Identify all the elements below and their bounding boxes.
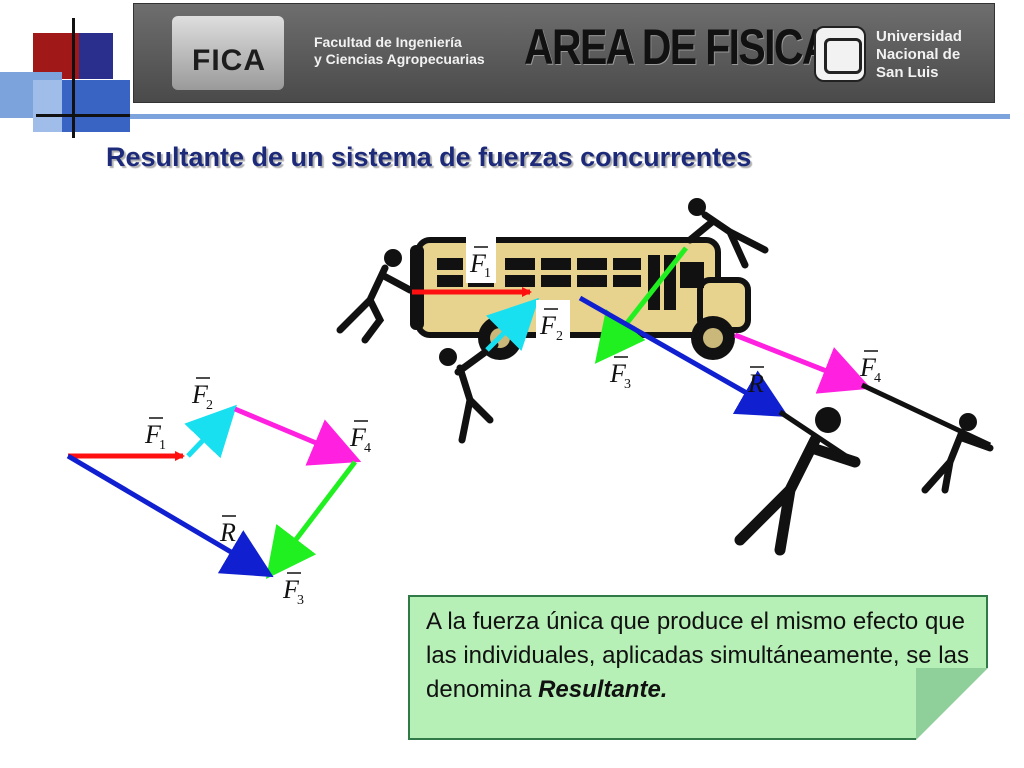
bus-label-f4: F4 <box>859 350 881 386</box>
svg-text:2: 2 <box>206 398 213 413</box>
polygon-label-f2: F2 <box>191 377 213 413</box>
decor-horizontal-line <box>36 114 156 117</box>
bus-label-f1: F1 <box>469 246 491 281</box>
people-illustration <box>336 198 994 556</box>
svg-text:1: 1 <box>484 266 491 281</box>
svg-text:F: F <box>539 311 557 340</box>
note-page-curl <box>916 668 988 740</box>
decor-square-red <box>33 33 79 79</box>
polygon-vector-f2 <box>184 404 237 459</box>
bus-label-f3: F3 <box>609 356 631 392</box>
area-title: AREA DE FISICA <box>524 19 831 75</box>
svg-text:F: F <box>609 359 627 388</box>
svg-text:F: F <box>191 380 209 409</box>
slide-title: Resultante de un sistema de fuerzas conc… <box>106 142 752 172</box>
svg-text:4: 4 <box>874 371 881 386</box>
rope-line-runner <box>778 409 857 465</box>
university-line-2: Nacional de <box>876 46 961 63</box>
university-name: Universidad Nacional de San Luis <box>876 28 962 82</box>
rope-line-right <box>860 382 992 448</box>
bus-arrow-f2 <box>485 297 540 352</box>
svg-text:1: 1 <box>159 438 166 453</box>
decor-square-paleblue <box>33 80 67 132</box>
polygon-vector-r <box>66 453 274 578</box>
bus-force-arrows <box>412 246 992 465</box>
definition-note: A la fuerza única que produce el mismo e… <box>408 595 988 740</box>
polygon-label-f1: F1 <box>144 417 166 453</box>
svg-text:F: F <box>144 420 162 449</box>
polygon-vector-f3 <box>265 460 357 579</box>
vector-polygon: F1 F2 F4 R F3 <box>66 377 371 608</box>
university-seal-inner <box>824 38 862 74</box>
bus-arrow-f3 <box>594 246 688 364</box>
svg-text:R: R <box>219 518 236 547</box>
label-box-f1 <box>466 237 496 283</box>
svg-text:3: 3 <box>624 377 631 392</box>
faculty-name: Facultad de Ingeniería y Ciencias Agrope… <box>314 34 485 68</box>
decor-square-navy <box>79 33 113 79</box>
svg-text:3: 3 <box>297 593 304 608</box>
bus-arrow-f4 <box>734 332 872 394</box>
decor-vertical-line <box>72 18 75 138</box>
svg-text:R: R <box>747 369 764 398</box>
fica-logo-text: FICA <box>192 44 266 77</box>
svg-text:F: F <box>859 353 877 382</box>
university-seal-icon <box>814 26 866 82</box>
svg-text:F: F <box>469 249 487 278</box>
svg-text:4: 4 <box>364 441 371 456</box>
university-line-1: Universidad <box>876 28 962 45</box>
bus-arrow-r <box>578 295 789 417</box>
svg-text:F: F <box>282 575 300 604</box>
header-banner: FICA Facultad de Ingeniería y Ciencias A… <box>133 3 995 103</box>
polygon-label-f3: F3 <box>282 572 304 608</box>
polygon-label-r: R <box>219 515 236 547</box>
bus-label-r: R <box>747 366 764 398</box>
fica-logo-badge <box>172 16 284 90</box>
svg-text:2: 2 <box>556 329 563 344</box>
svg-text:F: F <box>349 423 367 452</box>
faculty-line-1: Facultad de Ingeniería <box>314 34 462 50</box>
polygon-vector-f4 <box>234 406 362 466</box>
faculty-line-2: y Ciencias Agropecuarias <box>314 51 485 67</box>
definition-text: A la fuerza única que produce el mismo e… <box>426 608 969 703</box>
polygon-label-f4: F4 <box>349 420 371 456</box>
label-box-f2 <box>536 300 570 346</box>
definition-emphasis: Resultante. <box>538 676 668 703</box>
university-line-3: San Luis <box>876 64 939 81</box>
header-rule <box>130 114 1010 119</box>
